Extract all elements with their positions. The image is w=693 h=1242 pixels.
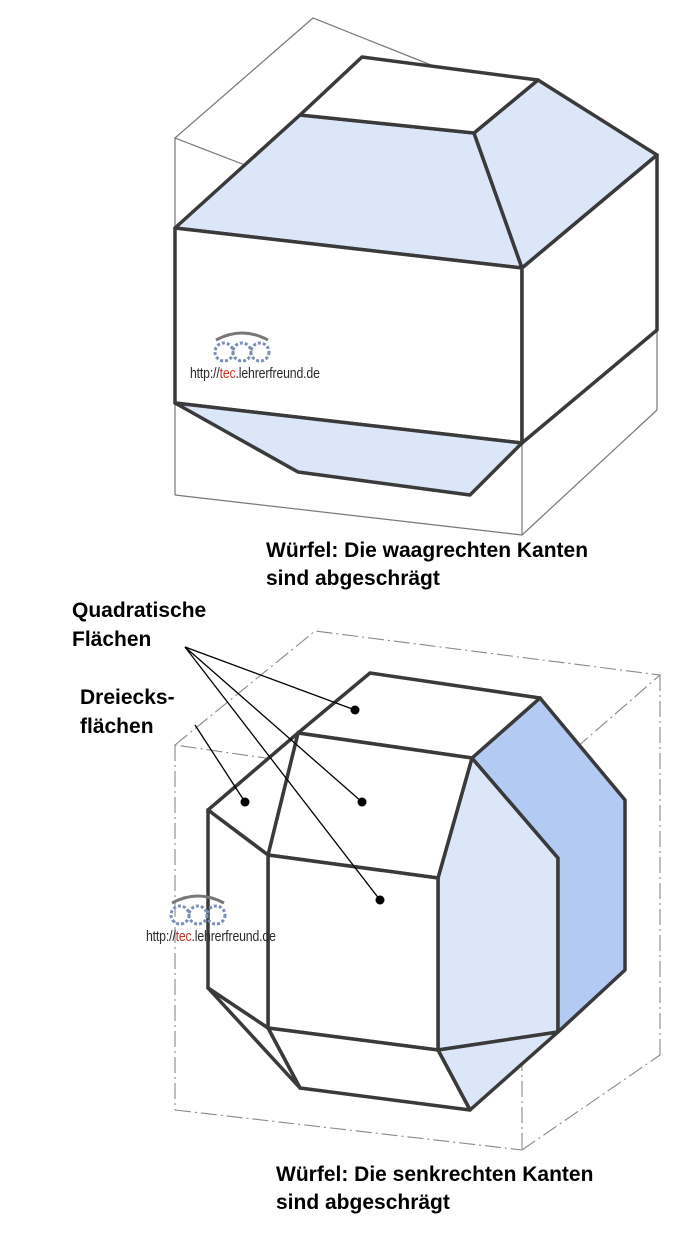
watermark-bottom: http://tec.lehrerfreund.de	[146, 893, 316, 957]
label-square-line1: Quadratische	[72, 599, 207, 622]
watermark-top: http://tec.lehrerfreund.de	[190, 330, 360, 394]
watermark-url: http://tec.lehrerfreund.de	[190, 365, 320, 382]
label-triangle-faces: Dreiecks- flächen	[80, 683, 175, 741]
top-caption-line2: sind abgeschrägt	[266, 567, 440, 590]
label-square-faces: Quadratische Flächen	[72, 596, 206, 654]
watermark-url: http://tec.lehrerfreund.de	[146, 928, 276, 945]
top-right-face	[520, 153, 659, 445]
bottom-caption-line2: sind abgeschrägt	[276, 1191, 450, 1214]
dot-square-back	[350, 705, 360, 715]
bottom-lower-triangle	[206, 986, 302, 1090]
bottom-solid	[206, 671, 627, 1112]
owl-gear-logo-icon	[169, 894, 227, 926]
top-bevel-faces	[173, 55, 659, 497]
top-caption: Würfel: Die waagrechten Kanten sind abge…	[266, 537, 588, 593]
bottom-cube-figure	[173, 630, 662, 1151]
top-face-square	[298, 55, 540, 135]
bottom-caption-line1: Würfel: Die senkrechten Kanten	[276, 1163, 594, 1186]
dot-triangle	[240, 797, 250, 807]
label-triangle-line2: flächen	[80, 715, 154, 738]
top-bevel-front-lower	[173, 401, 524, 497]
leader-lines	[184, 646, 381, 901]
leader-dots	[240, 705, 385, 905]
owl-gear-logo-icon	[213, 331, 271, 363]
top-cube-figure	[173, 17, 659, 536]
dot-square-top	[357, 797, 367, 807]
dot-square-front	[375, 895, 385, 905]
bottom-top-square-front	[266, 731, 474, 880]
top-caption-line1: Würfel: Die waagrechten Kanten	[266, 539, 589, 562]
label-square-line2: Flächen	[72, 628, 152, 651]
bottom-caption: Würfel: Die senkrechten Kanten sind abge…	[276, 1161, 593, 1217]
label-triangle-line1: Dreiecks-	[80, 686, 175, 709]
